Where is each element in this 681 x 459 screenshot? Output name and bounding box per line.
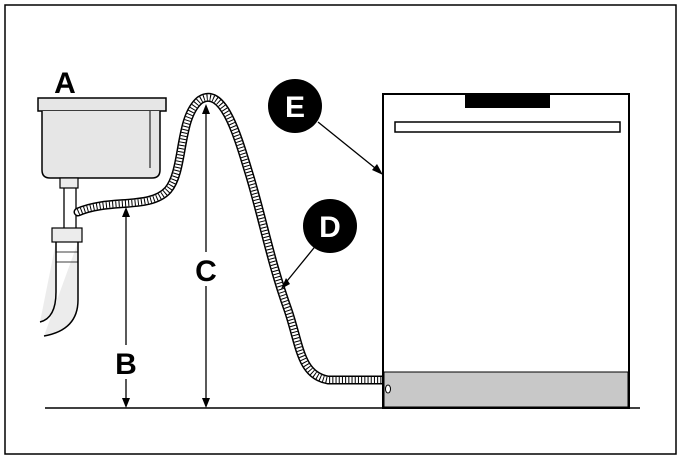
label-c: C (195, 255, 217, 288)
label-d-circle (303, 199, 357, 253)
drain-hose-icon (73, 93, 387, 385)
dishwasher-top-slot (465, 94, 550, 108)
sink-icon (37, 97, 167, 179)
leader-e (317, 121, 381, 173)
diagram-frame (4, 4, 677, 455)
label-e: E (285, 91, 305, 124)
label-a: A (54, 67, 76, 100)
dishwasher-icon (382, 93, 630, 409)
dimension-c (192, 104, 220, 408)
dimension-b (112, 207, 140, 408)
dishwasher-kickplate (383, 371, 629, 408)
label-d: D (319, 211, 341, 244)
p-trap-icon (39, 177, 83, 337)
dishwasher-handle (394, 121, 621, 133)
label-b: B (115, 348, 137, 381)
label-e-circle (268, 79, 322, 133)
hose-connector (385, 384, 391, 394)
